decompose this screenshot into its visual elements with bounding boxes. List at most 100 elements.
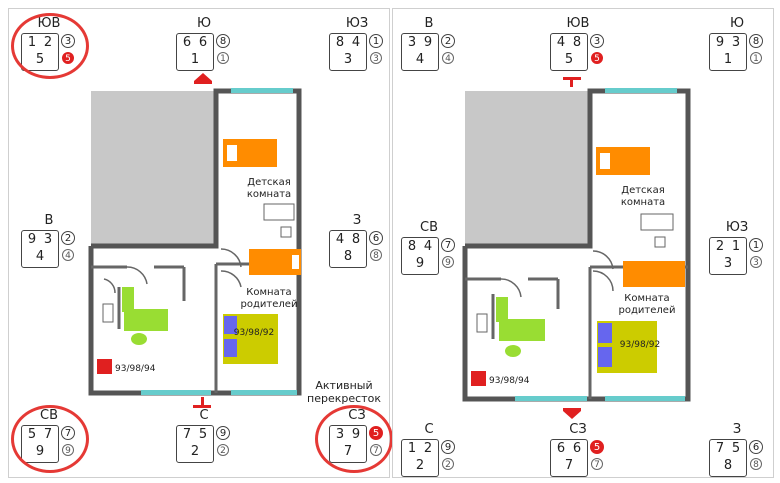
sector-direction: СВ (420, 220, 438, 235)
circled-number-top: 5 (590, 440, 604, 454)
star-number: 2 (715, 239, 725, 254)
star-number: 9 (423, 35, 433, 50)
star-number: 1 (190, 52, 200, 67)
highlight-ring-ne (11, 405, 89, 473)
desk (263, 203, 295, 221)
circled-number-top: 1 (369, 34, 383, 48)
red-marker (97, 359, 112, 374)
kids-room-label: Детская комната (620, 185, 666, 208)
circled-number-bottom: 2 (217, 444, 229, 456)
circled-number-top: 2 (441, 34, 455, 48)
circled-number-bottom: 8 (750, 458, 762, 470)
highlight-ring-se (11, 13, 89, 79)
star-number: 8 (351, 232, 361, 247)
circled-number-top: 1 (749, 238, 763, 252)
floor-plan-right (462, 77, 691, 419)
window-bottom-right (231, 390, 297, 395)
star-number: 2 (415, 458, 425, 473)
star-number: 4 (556, 35, 566, 50)
pillow (227, 145, 237, 161)
star-number: 1 (723, 52, 733, 67)
sector-direction: С (199, 408, 209, 423)
pillow-2 (224, 339, 237, 357)
circled-number-bottom: 4 (442, 52, 454, 64)
star-number: 6 (182, 35, 192, 50)
sink (496, 297, 508, 322)
basin (131, 333, 147, 345)
star-number: 6 (198, 35, 208, 50)
star-number: 6 (572, 441, 582, 456)
star-number: 7 (182, 427, 192, 442)
circled-number-bottom: 1 (217, 52, 229, 64)
circled-number-top: 8 (216, 34, 230, 48)
sector-direction: З (352, 213, 362, 228)
circled-number-bottom: 3 (370, 52, 382, 64)
star-number: 7 (715, 441, 725, 456)
arrow-top (194, 73, 212, 81)
circled-number-top: 3 (590, 34, 604, 48)
sector-direction: С (424, 422, 434, 437)
wardrobe (623, 261, 685, 287)
bathtub (499, 319, 545, 341)
parents-room-label: Комната родителей (240, 287, 298, 310)
window-top (605, 88, 677, 93)
star-number: 2 (423, 441, 433, 456)
highlight-ring-nw (315, 405, 393, 473)
sector-direction: ЮЗ (345, 16, 369, 31)
star-number: 5 (564, 52, 574, 67)
circled-number-top: 2 (61, 231, 75, 245)
star-number: 4 (335, 232, 345, 247)
sector-direction: В (44, 213, 54, 228)
circled-number-bottom: 4 (62, 249, 74, 261)
star-number: 5 (198, 427, 208, 442)
star-number: 4 (351, 35, 361, 50)
star-number: 4 (35, 249, 45, 264)
flying-star-chart-right: Детская комната Комната родителей 93/98/… (392, 8, 774, 478)
circled-number-top: 6 (369, 231, 383, 245)
star-number: 1 (407, 441, 417, 456)
bathtub (124, 309, 168, 331)
star-number: 9 (415, 256, 425, 271)
star-number: 6 (556, 441, 566, 456)
circled-number-top: 9 (216, 426, 230, 440)
star-number: 7 (564, 458, 574, 473)
bed-code: 93/98/92 (233, 328, 275, 338)
chair (654, 236, 666, 248)
circled-number-top: 7 (441, 238, 455, 252)
star-number: 9 (27, 232, 37, 247)
flying-star-chart-left: Детская комната Комната родителей 93/98/… (8, 8, 393, 478)
bed-code: 93/98/92 (619, 340, 661, 350)
star-number: 3 (723, 256, 733, 271)
star-number: 8 (572, 35, 582, 50)
circled-number-bottom: 2 (442, 458, 454, 470)
window-bottom-right (605, 396, 685, 401)
star-number: 8 (343, 249, 353, 264)
star-number: 4 (415, 52, 425, 67)
circled-number-bottom: 8 (370, 249, 382, 261)
circled-number-top: 6 (749, 440, 763, 454)
sector-direction: Ю (729, 16, 745, 31)
parents-room-label: Комната родителей (618, 293, 676, 316)
sector-direction: ЮЗ (725, 220, 749, 235)
basin (505, 345, 521, 357)
kids-room-label: Детская комната (246, 177, 292, 200)
